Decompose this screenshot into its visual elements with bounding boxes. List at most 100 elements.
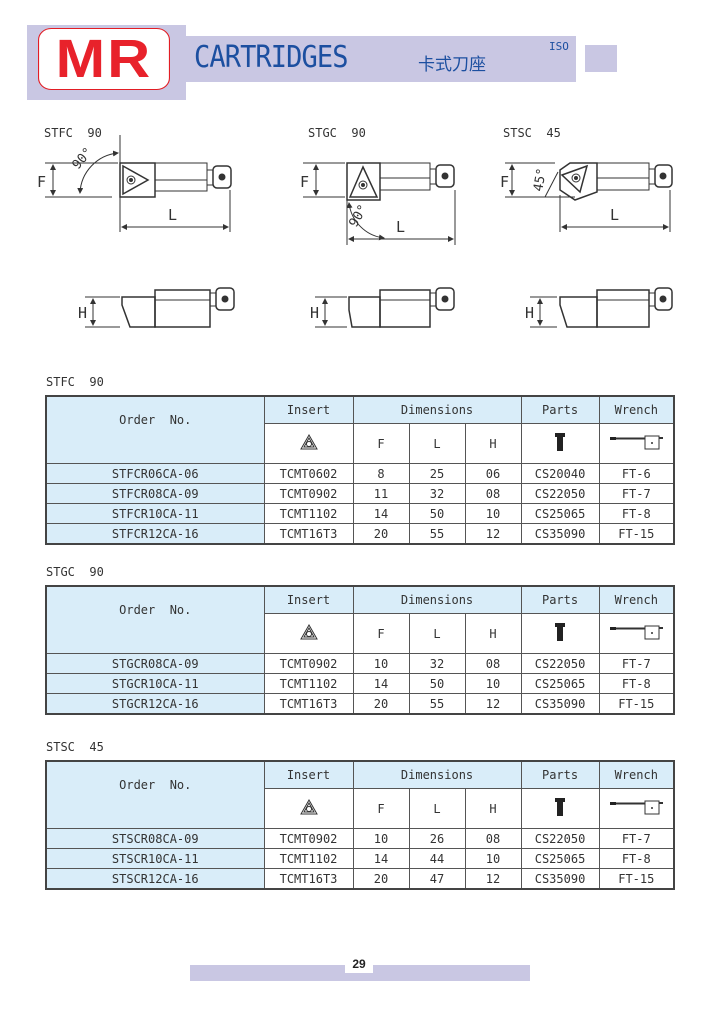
header-insert: Insert	[263, 760, 354, 789]
cell-order-no: STSCR10CA-11	[45, 848, 265, 869]
cell-dim-f: 14	[352, 848, 410, 869]
cell-dim-h: 08	[464, 828, 522, 849]
header-square	[585, 45, 617, 72]
cell-insert: TCMT16T3	[263, 868, 354, 890]
stgc-top-view	[303, 162, 456, 245]
screw-icon	[520, 613, 600, 654]
cell-part: CS25065	[520, 848, 600, 869]
cell-order-no: STFCR06CA-06	[45, 463, 265, 484]
stfc-side-view	[85, 287, 235, 328]
cell-dim-h: 08	[464, 483, 522, 504]
cell-dim-f: 20	[352, 693, 410, 715]
header-parts: Parts	[520, 395, 600, 424]
cell-dim-f: 20	[352, 868, 410, 890]
angle-label: 90°	[346, 202, 371, 230]
table-section-title: STFC 90	[46, 375, 104, 389]
insert-icon	[263, 613, 354, 654]
cell-insert: TCMT0902	[263, 653, 354, 674]
wrench-icon	[598, 788, 675, 829]
angle-label: 45°	[531, 167, 550, 193]
header-l: L	[408, 423, 466, 464]
cell-wrench: FT-8	[598, 848, 675, 869]
header-l: L	[408, 613, 466, 654]
cell-wrench: FT-7	[598, 483, 675, 504]
angle-label: 90°	[70, 145, 97, 173]
cell-insert: TCMT16T3	[263, 693, 354, 715]
cell-dim-f: 10	[352, 653, 410, 674]
cell-dim-h: 12	[464, 693, 522, 715]
header-h: H	[464, 613, 522, 654]
cell-insert: TCMT1102	[263, 673, 354, 694]
header-wrench: Wrench	[598, 760, 675, 789]
cell-dim-l: 50	[408, 673, 466, 694]
cell-part: CS25065	[520, 503, 600, 524]
cell-order-no: STFCR10CA-11	[45, 503, 265, 524]
header-wrench: Wrench	[598, 395, 675, 424]
header-f: F	[352, 423, 410, 464]
stfc-top-view	[45, 135, 232, 232]
cell-dim-l: 32	[408, 483, 466, 504]
cell-wrench: FT-15	[598, 523, 675, 545]
table-section-title: STGC 90	[46, 565, 104, 579]
cell-dim-f: 8	[352, 463, 410, 484]
insert-icon	[263, 423, 354, 464]
cell-insert: TCMT0902	[263, 828, 354, 849]
dim-h-label: H	[310, 304, 319, 322]
cell-dim-l: 32	[408, 653, 466, 674]
stgc-side-view	[315, 287, 455, 328]
cell-order-no: STFCR08CA-09	[45, 483, 265, 504]
technical-drawings: STFC 90 STGC 90 STSC 45 F F F L L L H H …	[37, 126, 673, 328]
cell-dim-h: 12	[464, 868, 522, 890]
cell-wrench: FT-7	[598, 828, 675, 849]
cell-dim-h: 10	[464, 503, 522, 524]
header-l: L	[408, 788, 466, 829]
header-dimensions: Dimensions	[352, 760, 522, 789]
header-dimensions: Dimensions	[352, 585, 522, 614]
page-number: 29	[345, 955, 373, 973]
cell-wrench: FT-8	[598, 503, 675, 524]
cell-dim-l: 25	[408, 463, 466, 484]
wrench-icon	[598, 423, 675, 464]
cell-dim-l: 26	[408, 828, 466, 849]
standard-label: ISO	[549, 40, 569, 53]
dim-l-label: L	[396, 218, 405, 236]
cell-order-no: STSCR12CA-16	[45, 868, 265, 890]
drawing-label: STGC 90	[308, 126, 366, 140]
cell-part: CS20040	[520, 463, 600, 484]
cell-order-no: STGCR12CA-16	[45, 693, 265, 715]
cell-part: CS22050	[520, 653, 600, 674]
cell-dim-l: 50	[408, 503, 466, 524]
cell-dim-h: 10	[464, 848, 522, 869]
header-parts: Parts	[520, 760, 600, 789]
cell-part: CS35090	[520, 868, 600, 890]
drawing-label: STFC 90	[44, 126, 102, 140]
footer-bar	[190, 965, 530, 981]
header-h: H	[464, 423, 522, 464]
cell-wrench: FT-15	[598, 693, 675, 715]
header-insert: Insert	[263, 585, 354, 614]
cell-dim-l: 44	[408, 848, 466, 869]
table-section-title: STSC 45	[46, 740, 104, 754]
header-wrench: Wrench	[598, 585, 675, 614]
cell-order-no: STGCR08CA-09	[45, 653, 265, 674]
header-insert: Insert	[263, 395, 354, 424]
cell-dim-l: 55	[408, 523, 466, 545]
cell-wrench: FT-8	[598, 673, 675, 694]
screw-icon	[520, 788, 600, 829]
cell-order-no: STSCR08CA-09	[45, 828, 265, 849]
cell-dim-f: 14	[352, 673, 410, 694]
cell-dim-f: 14	[352, 503, 410, 524]
cell-order-no: STGCR10CA-11	[45, 673, 265, 694]
page-title: CARTRIDGES	[194, 40, 348, 75]
cell-dim-f: 20	[352, 523, 410, 545]
cell-dim-h: 12	[464, 523, 522, 545]
